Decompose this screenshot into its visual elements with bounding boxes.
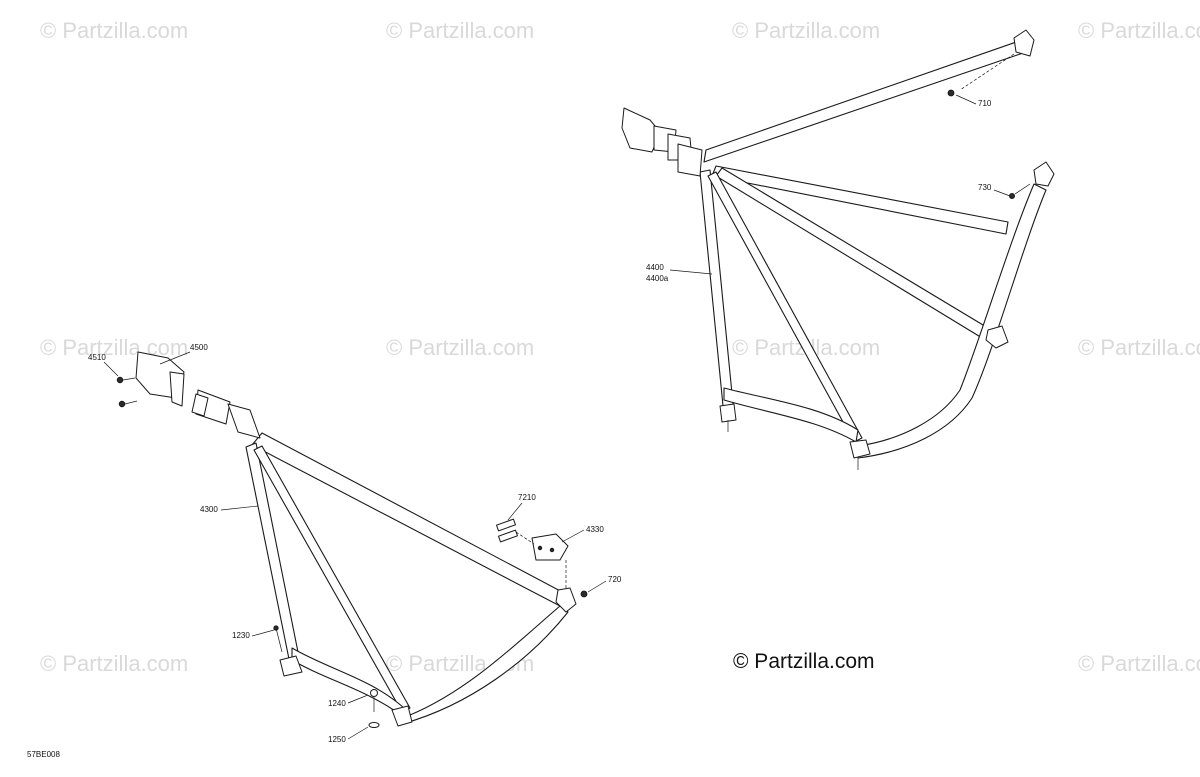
callout-730: 730	[978, 183, 992, 192]
watermark: © Partzilla.com	[1078, 651, 1200, 676]
strap-adjuster	[227, 403, 261, 439]
callout-4400a: 4400a	[646, 274, 669, 283]
anchor-710	[1013, 29, 1035, 57]
callout-4400: 4400	[646, 263, 664, 272]
screw-1240	[370, 689, 378, 712]
anchor-floor-left	[279, 655, 303, 677]
callout-4300: 4300	[200, 505, 218, 514]
right-net-assembly	[621, 29, 1055, 470]
right-middle-strap	[711, 165, 1009, 235]
watermark: © Partzilla.com	[732, 18, 881, 43]
anchor-floor-right	[391, 705, 413, 727]
strap-adjuster	[677, 143, 703, 177]
callout-7210: 7210	[518, 493, 536, 502]
anchor-bottom-left	[719, 403, 737, 423]
watermark: © Partzilla.com	[1078, 335, 1200, 360]
watermark: © Partzilla.com	[386, 18, 535, 43]
callout-1230: 1230	[232, 631, 250, 640]
callout-710: 710	[978, 99, 992, 108]
buckle-male-tongue	[191, 393, 209, 417]
callout-720: 720	[608, 575, 622, 584]
watermark: © Partzilla.com	[40, 18, 189, 43]
left-callouts: 4510 4500 4300 7210 4330 720 1230 1240 1…	[88, 343, 622, 744]
left-net-assembly	[116, 351, 588, 728]
callout-4500: 4500	[190, 343, 208, 352]
watermark: © Partzilla.com	[386, 335, 535, 360]
anchor-mid	[985, 325, 1009, 349]
bolt-icon	[496, 518, 535, 545]
copyright-notice: © Partzilla.com	[733, 650, 875, 673]
screw-icon	[1009, 183, 1031, 199]
callout-4330: 4330	[586, 525, 604, 534]
anchor-720	[555, 587, 577, 613]
buckle-female-clip	[169, 371, 185, 407]
anchor-bottom-right	[849, 439, 871, 459]
watermark: © Partzilla.com	[1078, 18, 1200, 43]
diagram-code: 57BE008	[27, 750, 60, 759]
anchor-730	[1033, 161, 1055, 187]
callout-1250: 1250	[328, 735, 346, 744]
screw-icon	[273, 625, 283, 653]
screw-icon	[118, 400, 138, 408]
right-inner-diagonal	[707, 171, 863, 443]
screw-icon	[116, 376, 136, 384]
left-lower-strap	[401, 605, 569, 725]
bracket-4330	[531, 533, 569, 561]
watermark: © Partzilla.com	[40, 335, 189, 360]
buckle-female-4400	[621, 107, 661, 153]
callout-4510: 4510	[88, 353, 106, 362]
watermark: © Partzilla.com	[40, 651, 189, 676]
right-callouts: 710 730 4400 4400a	[646, 94, 1011, 283]
left-diagonal-strap	[253, 445, 411, 713]
callout-1240: 1240	[328, 699, 346, 708]
screw-icon	[947, 89, 955, 97]
washer-1250	[368, 722, 380, 728]
right-side-strap	[857, 183, 1047, 459]
